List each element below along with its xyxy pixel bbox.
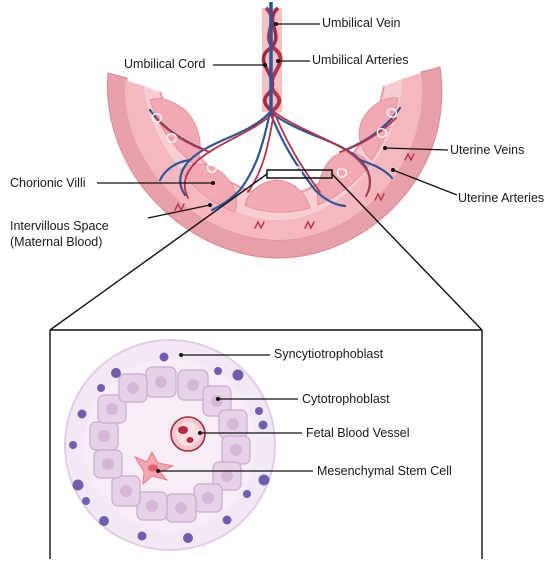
- label-uterine-veins: Uterine Veins: [450, 143, 524, 158]
- label-mesenchymal-stem-cell: Mesenchymal Stem Cell: [317, 464, 452, 479]
- label-fetal-blood-vessel: Fetal Blood Vessel: [306, 426, 410, 441]
- label-chorionic-villi: Chorionic Villi: [10, 176, 86, 191]
- label-cytotrophoblast: Cytotrophoblast: [302, 392, 390, 407]
- label-maternal-blood: (Maternal Blood): [10, 235, 102, 250]
- label-intervillous-space: Intervillous Space: [10, 219, 109, 234]
- label-uterine-arteries: Uterine Arteries: [458, 191, 544, 206]
- placenta-body: [108, 2, 442, 258]
- label-syncytiotrophoblast: Syncytiotrophoblast: [274, 347, 383, 362]
- villus-cross-section: [65, 340, 275, 550]
- label-umbilical-cord: Umbilical Cord: [124, 57, 205, 72]
- umbilical-cord: [262, 2, 282, 116]
- label-umbilical-vein: Umbilical Vein: [322, 16, 401, 31]
- label-umbilical-arteries: Umbilical Arteries: [312, 53, 409, 68]
